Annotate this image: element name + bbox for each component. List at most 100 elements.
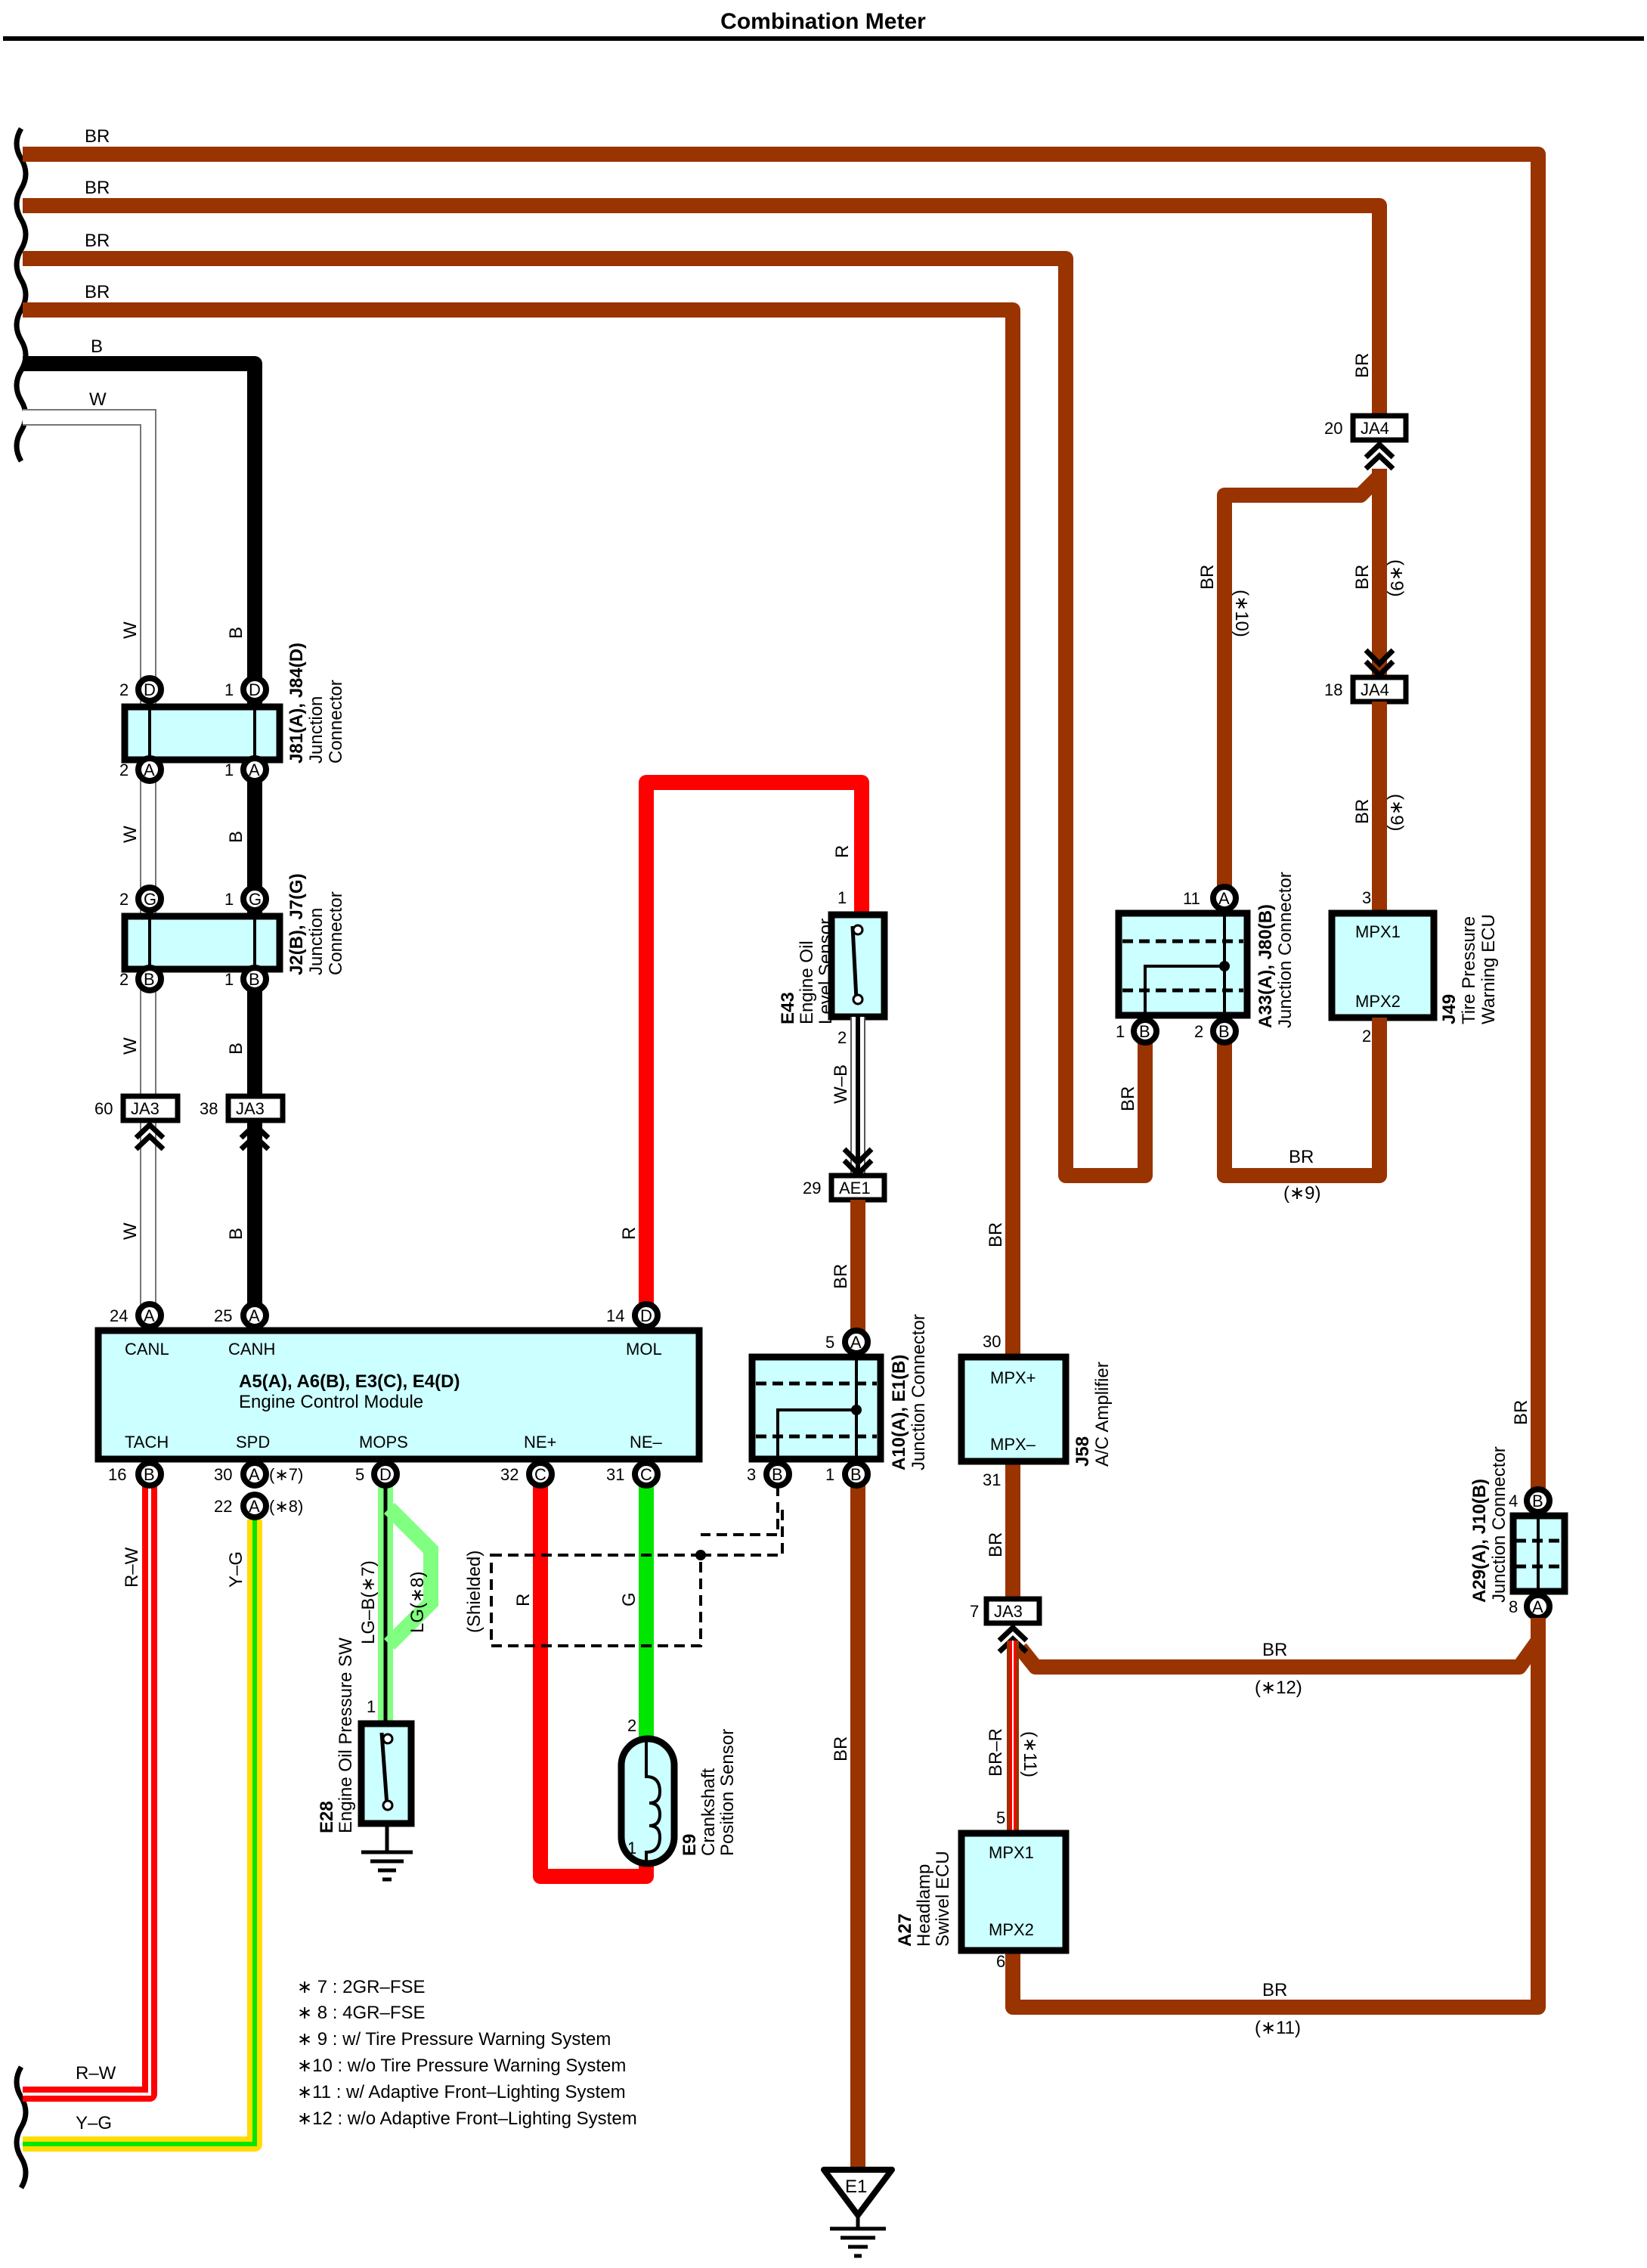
footnotes: ∗ 7 : 2GR–FSE ∗ 8 : 4GR–FSE ∗ 9 : w/ Tir…	[297, 1977, 637, 2129]
diagram-label: 29	[803, 1179, 821, 1198]
wire-label: BR	[85, 282, 110, 302]
wire-label: B	[91, 336, 103, 357]
diagram-label: MOPS	[359, 1433, 408, 1452]
diagram-label: E9	[680, 1834, 700, 1856]
junction-connector-a10: 5 A 3 B 1 B A10(A), E1(B) Junction Conne…	[747, 1314, 929, 1489]
wire-br-ja3-bypass	[1014, 1636, 1545, 1675]
diagram-label: Junction Connector	[909, 1314, 929, 1470]
junction-connector-a33: 11 A 1 B 2 B A33(A), J80(B) Junction Con…	[1115, 872, 1296, 1046]
diagram-label: 4	[1509, 1492, 1518, 1510]
diagram-label: 3	[1362, 888, 1371, 907]
diagram-label: E28	[317, 1801, 337, 1833]
wire-label: BR	[986, 1532, 1006, 1557]
diagram-label: (∗7)	[269, 1465, 303, 1484]
ground-e1: E1	[821, 2167, 895, 2258]
wire-label: BR	[1352, 799, 1373, 824]
diagram-label: 11	[1183, 889, 1200, 908]
diagram-label: 3	[747, 1465, 756, 1484]
diagram-label: A	[249, 761, 260, 779]
wire-note: (∗11)	[1020, 1731, 1040, 1777]
diagram-label: MPX2	[1355, 992, 1401, 1011]
junction-connector-j2: 2 G 1 G 2 B 1 B J2(B), J7(G) Junction Co…	[119, 873, 346, 993]
diagram-label: Junction	[306, 696, 327, 764]
diagram-label: D	[249, 680, 261, 699]
diagram-label: 7	[970, 1602, 979, 1621]
diagram-label: 22	[214, 1497, 232, 1516]
connector-ja3-7: JA3 7	[970, 1596, 1042, 1654]
diagram-label: E1	[845, 2177, 867, 2197]
diagram-label: CANH	[228, 1340, 275, 1359]
diagram-label: 2	[119, 970, 128, 989]
diagram-label: 1	[224, 970, 234, 989]
diagram-label: J49	[1439, 994, 1460, 1024]
footnote: ∗ 9 : w/ Tire Pressure Warning System	[297, 2029, 611, 2050]
diagram-label: 16	[108, 1465, 126, 1484]
wire-b-canh	[23, 356, 262, 1315]
wire-label: BR	[85, 231, 110, 251]
diagram-label: 2	[1362, 1027, 1371, 1046]
diagram-label: 31	[983, 1470, 1001, 1489]
wire-br-a33	[1217, 470, 1385, 900]
title-rule	[3, 36, 1644, 41]
diagram-label: 2	[627, 1716, 636, 1735]
diagram-label: 1	[224, 680, 234, 699]
diagram-label: A	[1218, 889, 1230, 908]
wire-label: Y–G	[226, 1551, 246, 1588]
diagram-label: MPX+	[990, 1368, 1036, 1387]
diagram-label: 32	[500, 1465, 519, 1484]
footnote: ∗ 7 : 2GR–FSE	[297, 1977, 426, 1997]
diagram-label: Crankshaft	[698, 1768, 719, 1856]
diagram-label: CANL	[125, 1340, 169, 1359]
diagram-label: Junction Connector	[1489, 1446, 1509, 1603]
wire-label: BR	[986, 1222, 1006, 1247]
wire-note: (∗9)	[1283, 1183, 1320, 1204]
diagram-label: 2	[119, 761, 128, 779]
wire-label: W	[120, 1037, 141, 1055]
diagram-label: 1	[224, 890, 234, 909]
diagram-label: (Shielded)	[464, 1551, 485, 1633]
diagram-label: Swivel ECU	[933, 1851, 953, 1947]
diagram-label: D	[640, 1306, 652, 1325]
diagram-label: A27	[895, 1913, 915, 1947]
diagram-label: 25	[214, 1306, 232, 1325]
diagram-label: G	[144, 890, 156, 909]
diagram-label: Connector	[326, 891, 346, 975]
diagram-label: 1	[627, 1839, 636, 1857]
diagram-label: MPX1	[989, 1843, 1034, 1862]
diagram-label: A33(A), J80(B)	[1255, 904, 1276, 1028]
diagram-label: Level Sensor	[816, 919, 836, 1024]
footnote: ∗11 : w/ Adaptive Front–Lighting System	[297, 2082, 626, 2102]
diagram-label: 24	[110, 1306, 128, 1325]
diagram-label: C	[534, 1465, 546, 1484]
wire-label: W	[89, 389, 107, 410]
footnote: ∗12 : w/o Adaptive Front–Lighting System	[297, 2108, 637, 2129]
engine-control-module: 24 A 25 A 14 D CANL CANH MOL A5(A), A6(B…	[94, 1301, 703, 1463]
footnote: ∗10 : w/o Tire Pressure Warning System	[297, 2056, 626, 2076]
diagram-title: Combination Meter	[720, 9, 926, 34]
diagram-label: J58	[1073, 1436, 1093, 1467]
diagram-label: Warning ECU	[1478, 914, 1499, 1024]
diagram-label: D	[379, 1465, 392, 1484]
wire-note: (∗9)	[1386, 559, 1407, 596]
diagram-label: 14	[606, 1306, 624, 1325]
diagram-label: Junction Connector	[1275, 872, 1296, 1028]
diagram-label: 1	[825, 1465, 834, 1484]
diagram-label: 5	[355, 1465, 364, 1484]
diagram-label: Headlamp	[914, 1864, 934, 1947]
ecm-name: A5(A), A6(B), E3(C), E4(D)	[239, 1371, 460, 1392]
diagram-label: NE+	[524, 1433, 556, 1452]
connector-ja4-18: JA4 18	[1324, 674, 1409, 705]
wire-label: BR	[85, 126, 110, 147]
wire-br-2	[23, 198, 1387, 423]
diagram-label: 30	[983, 1332, 1001, 1351]
wire-r-mol	[639, 775, 869, 1331]
wire-label: W	[120, 826, 141, 843]
wire-br-a27	[1005, 1618, 1546, 2015]
tire-pressure-warning-ecu-j49: MPX1 MPX2 3 2 J49 Tire Pressure Warning …	[1328, 888, 1499, 1046]
component-name: J81(A), J84(D)	[286, 643, 307, 764]
wire-label: B	[226, 831, 246, 843]
wire-label: BR	[1352, 353, 1373, 378]
diagram-label: B	[144, 1465, 155, 1484]
diagram-label: A/C Amplifier	[1092, 1362, 1113, 1467]
